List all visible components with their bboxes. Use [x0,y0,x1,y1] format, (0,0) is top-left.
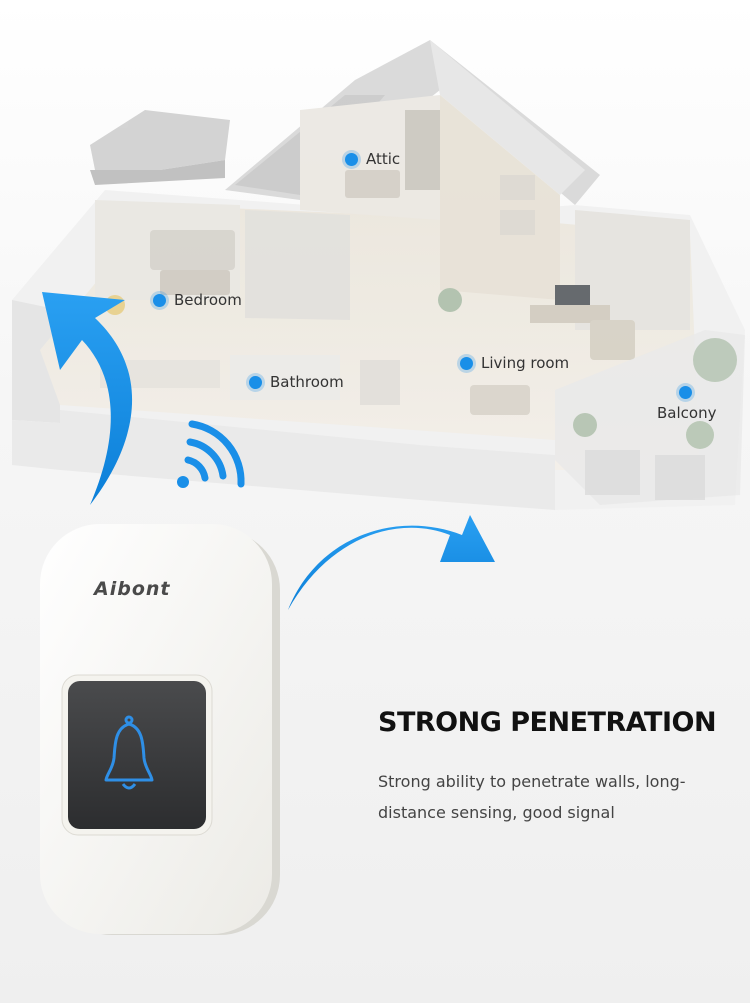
room-name: Attic [366,150,401,168]
room-label-living-room: Living room [460,354,569,372]
room-name: Bathroom [270,373,344,391]
feature-description: Strong ability to penetrate walls, long-… [378,772,686,822]
feature-title: STRONG PENETRATION [378,707,717,738]
location-dot-icon [679,386,692,399]
wifi-signal-icon [177,420,245,488]
doorbell-device [40,524,280,935]
room-name: Living room [481,354,570,372]
location-dot-icon [153,293,166,307]
location-dot-icon [460,356,473,370]
room-name: Balcony [657,404,717,422]
location-dot-icon [345,152,358,166]
room-name: Bedroom [174,291,242,309]
location-dot-icon [249,375,262,389]
room-label-balcony: Balcony [657,386,717,422]
bell-icon [104,715,154,790]
room-label-bathroom: Bathroom [249,373,344,391]
curved-arrow-icon [42,292,133,505]
brand-logo: Aibont [94,578,171,600]
house-structure [12,40,745,510]
curved-arrow-icon [288,515,495,610]
room-label-bedroom: Bedroom [153,291,242,309]
room-label-attic: Attic [345,150,400,168]
